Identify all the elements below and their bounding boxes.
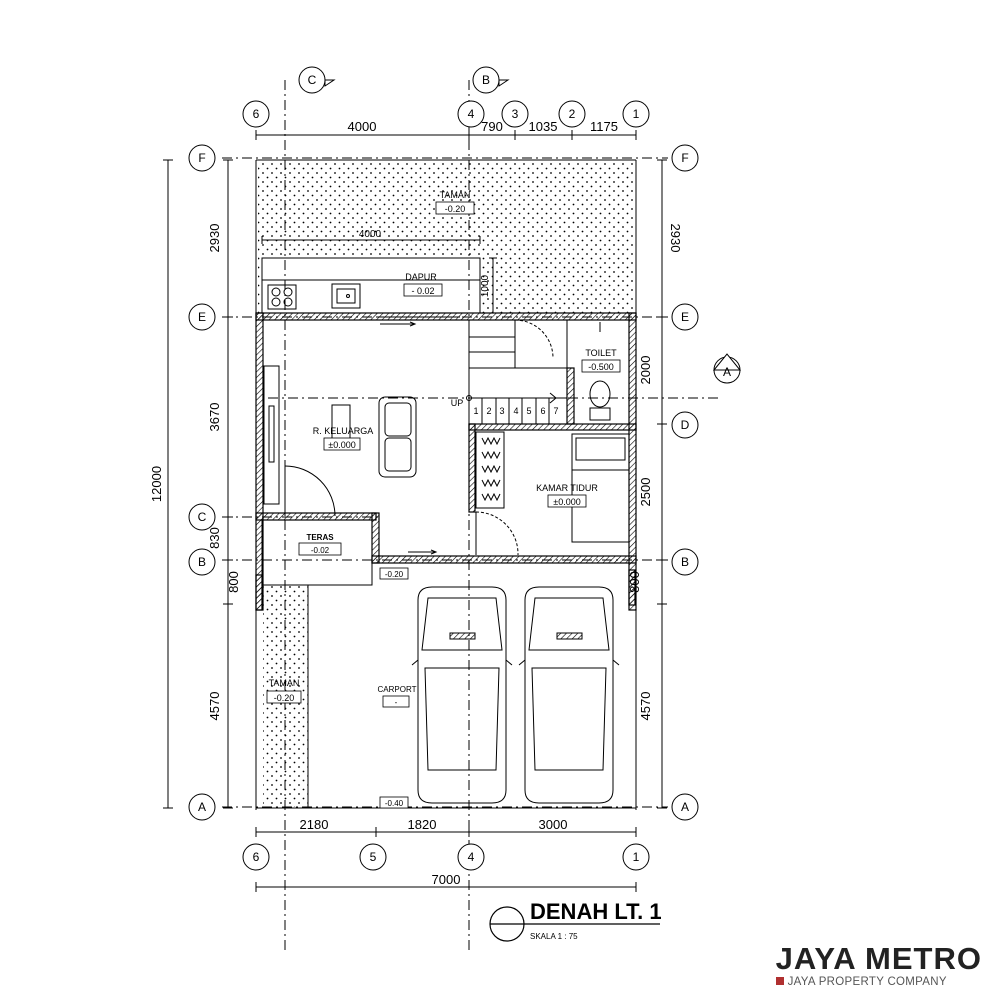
brand-square-icon: [775, 977, 784, 985]
level-boxes: [266, 201, 621, 809]
room-label-teras: TERAS: [306, 533, 334, 542]
grid-left-A: A: [198, 800, 206, 814]
dim-right-4570: 4570: [638, 692, 653, 721]
walls: [255, 312, 637, 611]
stair-step-1: 1: [473, 406, 478, 416]
dim-bottom-3000: 3000: [539, 817, 568, 832]
dim-top-1035: 1035: [529, 119, 558, 134]
drawing-scale: SKALA 1 : 75: [530, 932, 578, 941]
kitchen-counter-mask: [262, 255, 480, 313]
section-mark-C: C: [308, 73, 317, 87]
stair-up-label: UP: [451, 398, 464, 408]
room-label-taman-side: TAMAN: [269, 678, 300, 688]
stair-step-6: 6: [540, 406, 545, 416]
room-level-toilet: -0.500: [588, 362, 614, 372]
dim-top-4000: 4000: [348, 119, 377, 134]
room-level-dapur: - 0.02: [411, 286, 434, 296]
grid-top-1: 1: [633, 107, 640, 121]
grid-left-E: E: [198, 310, 206, 324]
grid-bubbles: [188, 66, 741, 871]
dim-kitchen-depth: 1000: [480, 274, 491, 297]
grid-left-B: B: [198, 555, 206, 569]
dim-right-2000: 2000: [638, 356, 653, 385]
bed: [571, 433, 630, 543]
dim-right-2500: 2500: [638, 478, 653, 507]
dim-bottom-1820: 1820: [408, 817, 437, 832]
room-level-carport: -: [395, 698, 398, 707]
brand-tagline-row: JAYA PROPERTY COMPANY: [775, 976, 982, 988]
stair-step-5: 5: [526, 406, 531, 416]
room-level-taman-side: -0.20: [274, 693, 295, 703]
stair-step-3: 3: [499, 406, 504, 416]
grid-top-4: 4: [468, 107, 475, 121]
grid-bottom-6: 6: [253, 850, 260, 864]
grid-left-F: F: [198, 151, 205, 165]
grid-top-6: 6: [253, 107, 260, 121]
grid-bottom-1: 1: [633, 850, 640, 864]
room-label-kamar: KAMAR TIDUR: [536, 483, 598, 493]
title-block: DENAH LT. 1 SKALA 1 : 75: [489, 899, 662, 942]
brand-name: JAYA METRO: [775, 941, 982, 976]
room-level-teras: -0.02: [311, 546, 330, 555]
section-mark-A: A: [723, 365, 731, 379]
dim-right-800: 800: [627, 571, 642, 593]
stair-step-4: 4: [513, 406, 518, 416]
door-swings: [284, 319, 554, 556]
dim-left-4570: 4570: [207, 692, 222, 721]
level-step-mid: -0.20: [385, 570, 404, 579]
company-logo: JAYA METRO JAYA PROPERTY COMPANY: [775, 941, 982, 988]
room-label-taman-back: TAMAN: [440, 190, 471, 200]
grid-right-B: B: [681, 555, 689, 569]
grid-bottom-4: 4: [468, 850, 475, 864]
dim-top-790: 790: [481, 119, 503, 134]
room-label-toilet: TOILET: [585, 348, 617, 358]
dimension-lines: [163, 130, 667, 892]
dim-left-3670: 3670: [207, 403, 222, 432]
grid-left-C: C: [198, 510, 207, 524]
level-carport-front: -0.40: [385, 799, 404, 808]
grid-right-F: F: [681, 151, 688, 165]
stair: [466, 319, 568, 425]
grid-right-D: D: [681, 418, 690, 432]
kitchen: [261, 257, 481, 314]
dim-left-2930: 2930: [207, 224, 222, 253]
section-mark-B: B: [482, 73, 490, 87]
room-level-kamar: ±0.000: [553, 497, 580, 507]
sliding-doors: [378, 316, 465, 557]
grid-right-E: E: [681, 310, 689, 324]
dim-right-2930: 2930: [668, 224, 683, 253]
room-level-taman-back: -0.20: [445, 204, 466, 214]
brand-tagline: JAYA PROPERTY COMPANY: [787, 976, 947, 988]
grid-right-A: A: [681, 800, 689, 814]
grid-top-3: 3: [512, 107, 519, 121]
stair-step-7: 7: [553, 406, 558, 416]
room-label-carport: CARPORT: [378, 685, 417, 694]
section-arrows: [324, 79, 742, 371]
teras: [261, 519, 373, 808]
dim-bottom-2180: 2180: [300, 817, 329, 832]
dim-left-830: 830: [207, 527, 222, 549]
room-label-keluarga: R. KELUARGA: [313, 426, 374, 436]
dim-bottom-total: 7000: [432, 872, 461, 887]
dim-left-800: 800: [226, 571, 241, 593]
room-label-dapur: DAPUR: [405, 272, 437, 282]
car-right: [518, 586, 620, 804]
dim-top-1175: 1175: [590, 119, 618, 134]
dim-kitchen-width: 4000: [359, 229, 382, 240]
toilet-fixtures: [589, 322, 611, 421]
room-level-keluarga: ±0.000: [328, 440, 355, 450]
stair-step-2: 2: [486, 406, 491, 416]
drawing-title: DENAH LT. 1: [530, 899, 662, 924]
tv-cabinet: [263, 365, 280, 505]
car-left: [411, 586, 513, 804]
grid-top-2: 2: [569, 107, 576, 121]
wardrobe: [475, 431, 505, 509]
grid-bottom-5: 5: [370, 850, 377, 864]
sofa: [378, 396, 417, 478]
dim-left-total: 12000: [149, 466, 164, 502]
